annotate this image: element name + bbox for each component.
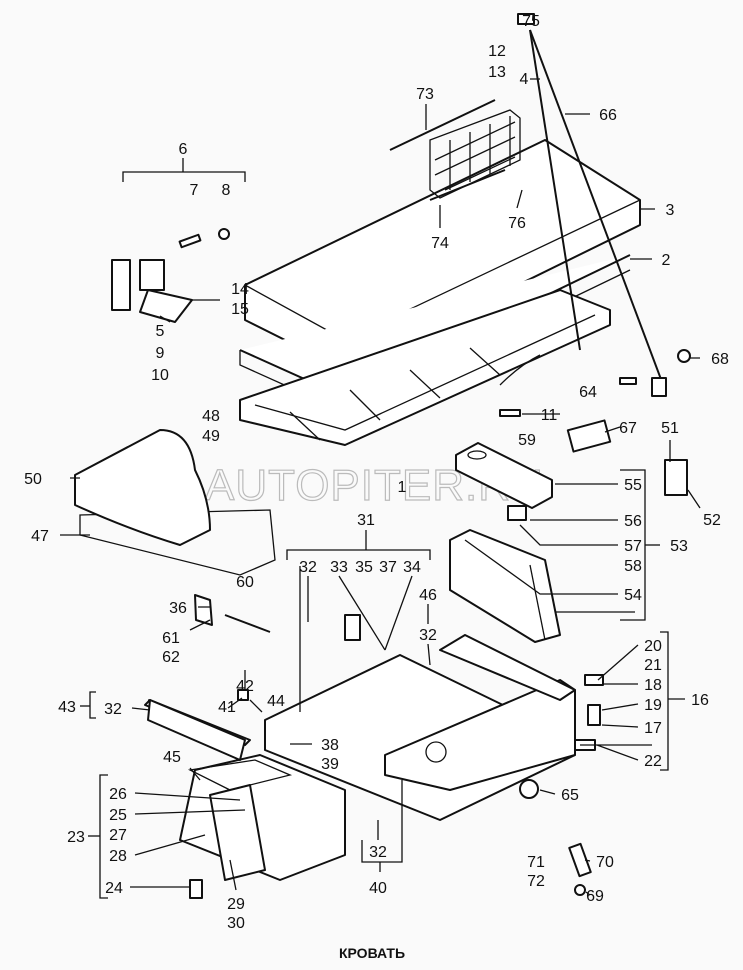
part-number-label: 66	[599, 107, 617, 124]
part-number-label: 23	[67, 829, 85, 846]
part-number-label: 72	[527, 873, 545, 890]
part-number-label: 29	[227, 896, 245, 913]
part-number-label: 45	[163, 749, 181, 766]
part-number-label: 58	[624, 558, 642, 575]
part-number-label: 20	[644, 638, 662, 655]
seat-cushion	[74, 429, 276, 576]
part-number-label: 31	[357, 512, 375, 529]
part-number-label: 36	[169, 600, 187, 617]
part-number-label: 33	[330, 559, 348, 576]
part-number-label: 4	[520, 71, 529, 88]
part-number-label: 32	[369, 844, 387, 861]
part-number-label: 50	[24, 471, 42, 488]
part-number-label: 44	[267, 693, 285, 710]
small-parts	[194, 349, 691, 896]
part-number-label: 70	[596, 854, 614, 871]
part-number-label: 8	[222, 182, 231, 199]
part-number-label: 51	[661, 420, 679, 437]
bracket-51	[664, 459, 688, 496]
part-number-label: 32	[104, 701, 122, 718]
ladder-strap	[517, 13, 667, 397]
group-brackets	[80, 469, 685, 899]
part-number-label: 54	[624, 587, 642, 604]
part-number-label: 21	[644, 657, 662, 674]
part-number-label: 64	[579, 384, 597, 401]
bed-base-box	[144, 530, 576, 899]
part-number-label: 11	[541, 407, 558, 424]
part-number-label: 38	[321, 737, 339, 754]
part-number-label: 69	[586, 888, 604, 905]
part-number-label: 52	[703, 512, 721, 529]
part-number-label: 53	[670, 538, 688, 555]
part-number-label: 73	[416, 86, 434, 103]
part-number-label: 59	[518, 432, 536, 449]
part-number-label: 5	[156, 323, 165, 340]
part-number-label: 3	[666, 202, 675, 219]
part-number-label: 10	[151, 367, 169, 384]
part-number-label: 55	[624, 477, 642, 494]
part-number-label: 49	[202, 428, 220, 445]
part-number-label: 24	[105, 880, 123, 897]
part-number-label: 13	[488, 64, 506, 81]
part-number-label: 6	[179, 141, 188, 158]
part-number-label: 35	[355, 559, 373, 576]
part-number-label: 7	[190, 182, 199, 199]
part-number-label: 47	[31, 528, 49, 545]
part-number-label: 18	[644, 677, 662, 694]
part-number-label: 37	[379, 559, 397, 576]
leader-lines	[60, 78, 701, 896]
part-number-label: 28	[109, 848, 127, 865]
part-number-label: 68	[711, 351, 729, 368]
part-number-label: 30	[227, 915, 245, 932]
part-number-label: 15	[231, 301, 249, 318]
part-number-label: 57	[624, 538, 642, 555]
diagram-title: КРОВАТЬ	[339, 945, 405, 961]
part-number-label: 34	[403, 559, 421, 576]
part-number-label: 65	[561, 787, 579, 804]
part-number-label: 60	[236, 574, 254, 591]
part-number-label: 42	[236, 678, 254, 695]
part-number-label: 17	[644, 720, 662, 737]
part-number-label: 67	[619, 420, 637, 437]
console-box	[449, 529, 561, 643]
part-number-label: 25	[109, 807, 127, 824]
part-number-label: 56	[624, 513, 642, 530]
part-number-label: 32	[299, 559, 317, 576]
part-number-label: 75	[522, 13, 540, 30]
part-number-label: 16	[691, 692, 709, 709]
hinge-brackets	[111, 158, 246, 323]
part-number-label: 26	[109, 786, 127, 803]
part-number-label: 40	[369, 880, 387, 897]
part-number-label: 22	[644, 753, 662, 770]
part-number-label: 46	[419, 587, 437, 604]
part-number-label: 74	[431, 235, 449, 252]
part-number-label: 48	[202, 408, 220, 425]
part-number-label: 61	[162, 630, 180, 647]
part-number-label: 76	[508, 215, 526, 232]
bed-frame	[239, 289, 611, 446]
part-number-label: 19	[644, 697, 662, 714]
part-number-label: 12	[488, 43, 506, 60]
part-number-label: 1	[398, 479, 407, 496]
part-number-label: 2	[662, 252, 671, 269]
part-number-label: 43	[58, 699, 76, 716]
part-number-label: 41	[218, 699, 236, 716]
handle-64	[566, 419, 612, 453]
console-top	[455, 442, 553, 521]
part-number-label: 39	[321, 756, 339, 773]
part-number-label: 32	[419, 627, 437, 644]
part-number-label: 71	[527, 854, 545, 871]
part-number-label: 14	[231, 281, 249, 298]
part-number-label: 9	[156, 345, 165, 362]
part-number-label: 62	[162, 649, 180, 666]
storage-net	[389, 99, 521, 201]
part-number-label: 27	[109, 827, 127, 844]
